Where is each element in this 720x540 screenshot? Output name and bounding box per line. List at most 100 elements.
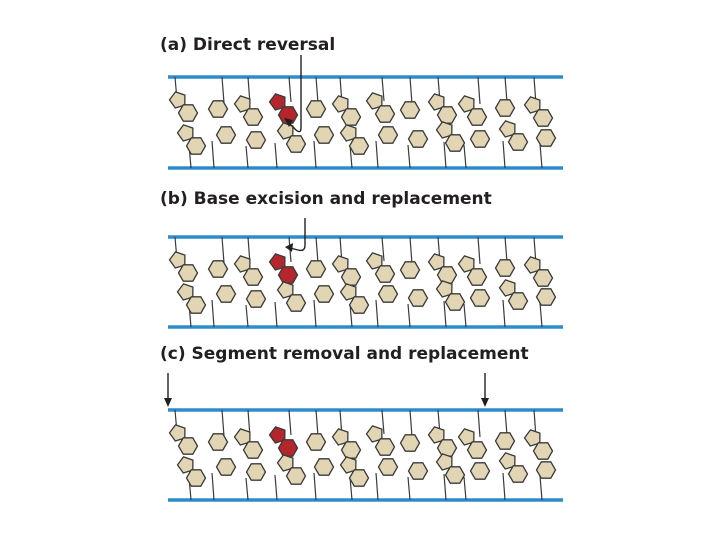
damaged-base-ring [277, 106, 299, 124]
sugar-link [375, 140, 379, 169]
pyrimidine-base [207, 433, 229, 451]
purine-ring-large [374, 438, 396, 456]
purine-ring-large [242, 108, 264, 126]
dna-panel-b [168, 218, 563, 329]
sugar-link [539, 302, 543, 328]
purine-ring-large [348, 469, 370, 487]
sugar-link [409, 76, 413, 105]
pyrimidine-base [399, 101, 421, 119]
repair-arrow [287, 55, 302, 133]
pyrimidine-base [535, 129, 557, 147]
sugar-link [221, 76, 225, 104]
purine-ring-small [523, 96, 541, 114]
sugar-link [409, 236, 413, 265]
purine-ring-large [507, 133, 529, 151]
sugar-link [539, 475, 543, 501]
sugar-link [211, 472, 215, 501]
sugar-link [313, 472, 317, 501]
pyrimidine-base [535, 461, 557, 479]
purine-ring-large [185, 296, 207, 314]
arrow-head [285, 243, 293, 252]
sugar-link [463, 303, 467, 328]
damaged-base-ring [277, 439, 299, 457]
purine-ring-small [233, 428, 251, 446]
sugar-link [274, 142, 278, 169]
pyrimidine-base [494, 432, 516, 450]
sugar-link [375, 472, 379, 501]
purine-ring-small [176, 456, 194, 474]
pyrimidine-base [494, 259, 516, 277]
purine-ring-large [466, 108, 488, 126]
sugar-link [443, 473, 447, 501]
sugar-link [407, 476, 411, 501]
pyrimidine-base [215, 458, 237, 476]
damaged-base-ring [268, 93, 286, 111]
sugar-link [407, 144, 411, 169]
sugar-link [381, 409, 385, 435]
purine-ring-large [466, 441, 488, 459]
purine-ring-large [436, 439, 458, 457]
sugar-link [313, 299, 317, 328]
purine-ring-small [339, 124, 357, 142]
purine-ring-large [348, 296, 370, 314]
pyrimidine-base [377, 458, 399, 476]
purine-ring-large [340, 441, 362, 459]
sugar-link [349, 303, 353, 328]
pyrimidine-base [245, 463, 267, 481]
purine-ring-large [507, 465, 529, 483]
pyrimidine-base [494, 99, 516, 117]
purine-ring-small [365, 425, 383, 443]
sugar-link [443, 300, 447, 328]
purine-ring-small [498, 452, 516, 470]
pyrimidine-base [313, 458, 335, 476]
sugar-link [409, 409, 413, 438]
pyrimidine-base [399, 261, 421, 279]
arrow-head [481, 398, 489, 407]
purine-ring-small [233, 255, 251, 273]
dna-panel-c [164, 373, 563, 502]
pyrimidine-base [313, 285, 335, 303]
purine-ring-large [242, 268, 264, 286]
purine-ring-small [233, 95, 251, 113]
panel-a-title: (a) Direct reversal [160, 35, 336, 55]
pyrimidine-base [407, 462, 429, 480]
pyrimidine-base [305, 100, 327, 118]
sugar-link [211, 140, 215, 169]
purine-ring-large [177, 264, 199, 282]
purine-ring-large [532, 442, 554, 460]
purine-ring-small [435, 280, 453, 298]
purine-ring-large [348, 137, 370, 155]
sugar-link [504, 236, 508, 263]
purine-ring-small [176, 283, 194, 301]
purine-ring-small [435, 121, 453, 139]
purine-ring-large [466, 268, 488, 286]
sugar-link [381, 236, 385, 262]
pyrimidine-base [313, 126, 335, 144]
sugar-link [477, 76, 481, 105]
sugar-link [274, 474, 278, 501]
purine-ring-large [285, 294, 307, 312]
pyrimidine-base [407, 289, 429, 307]
pyrimidine-base [469, 130, 491, 148]
sugar-link [539, 143, 543, 169]
pyrimidine-base [215, 285, 237, 303]
purine-ring-small [523, 429, 541, 447]
purine-ring-small [457, 95, 475, 113]
pyrimidine-base [469, 289, 491, 307]
sugar-link [315, 409, 319, 437]
purine-ring-large [444, 134, 466, 152]
purine-ring-large [340, 108, 362, 126]
purine-ring-large [436, 266, 458, 284]
purine-ring-large [507, 292, 529, 310]
sugar-link [211, 299, 215, 328]
purine-ring-large [340, 268, 362, 286]
sugar-link [274, 301, 278, 328]
sugar-link [288, 76, 292, 103]
pyrimidine-base [215, 126, 237, 144]
pyrimidine-base [305, 260, 327, 278]
purine-ring-small [168, 424, 186, 442]
purine-ring-small [276, 454, 294, 472]
sugar-link [477, 409, 481, 438]
